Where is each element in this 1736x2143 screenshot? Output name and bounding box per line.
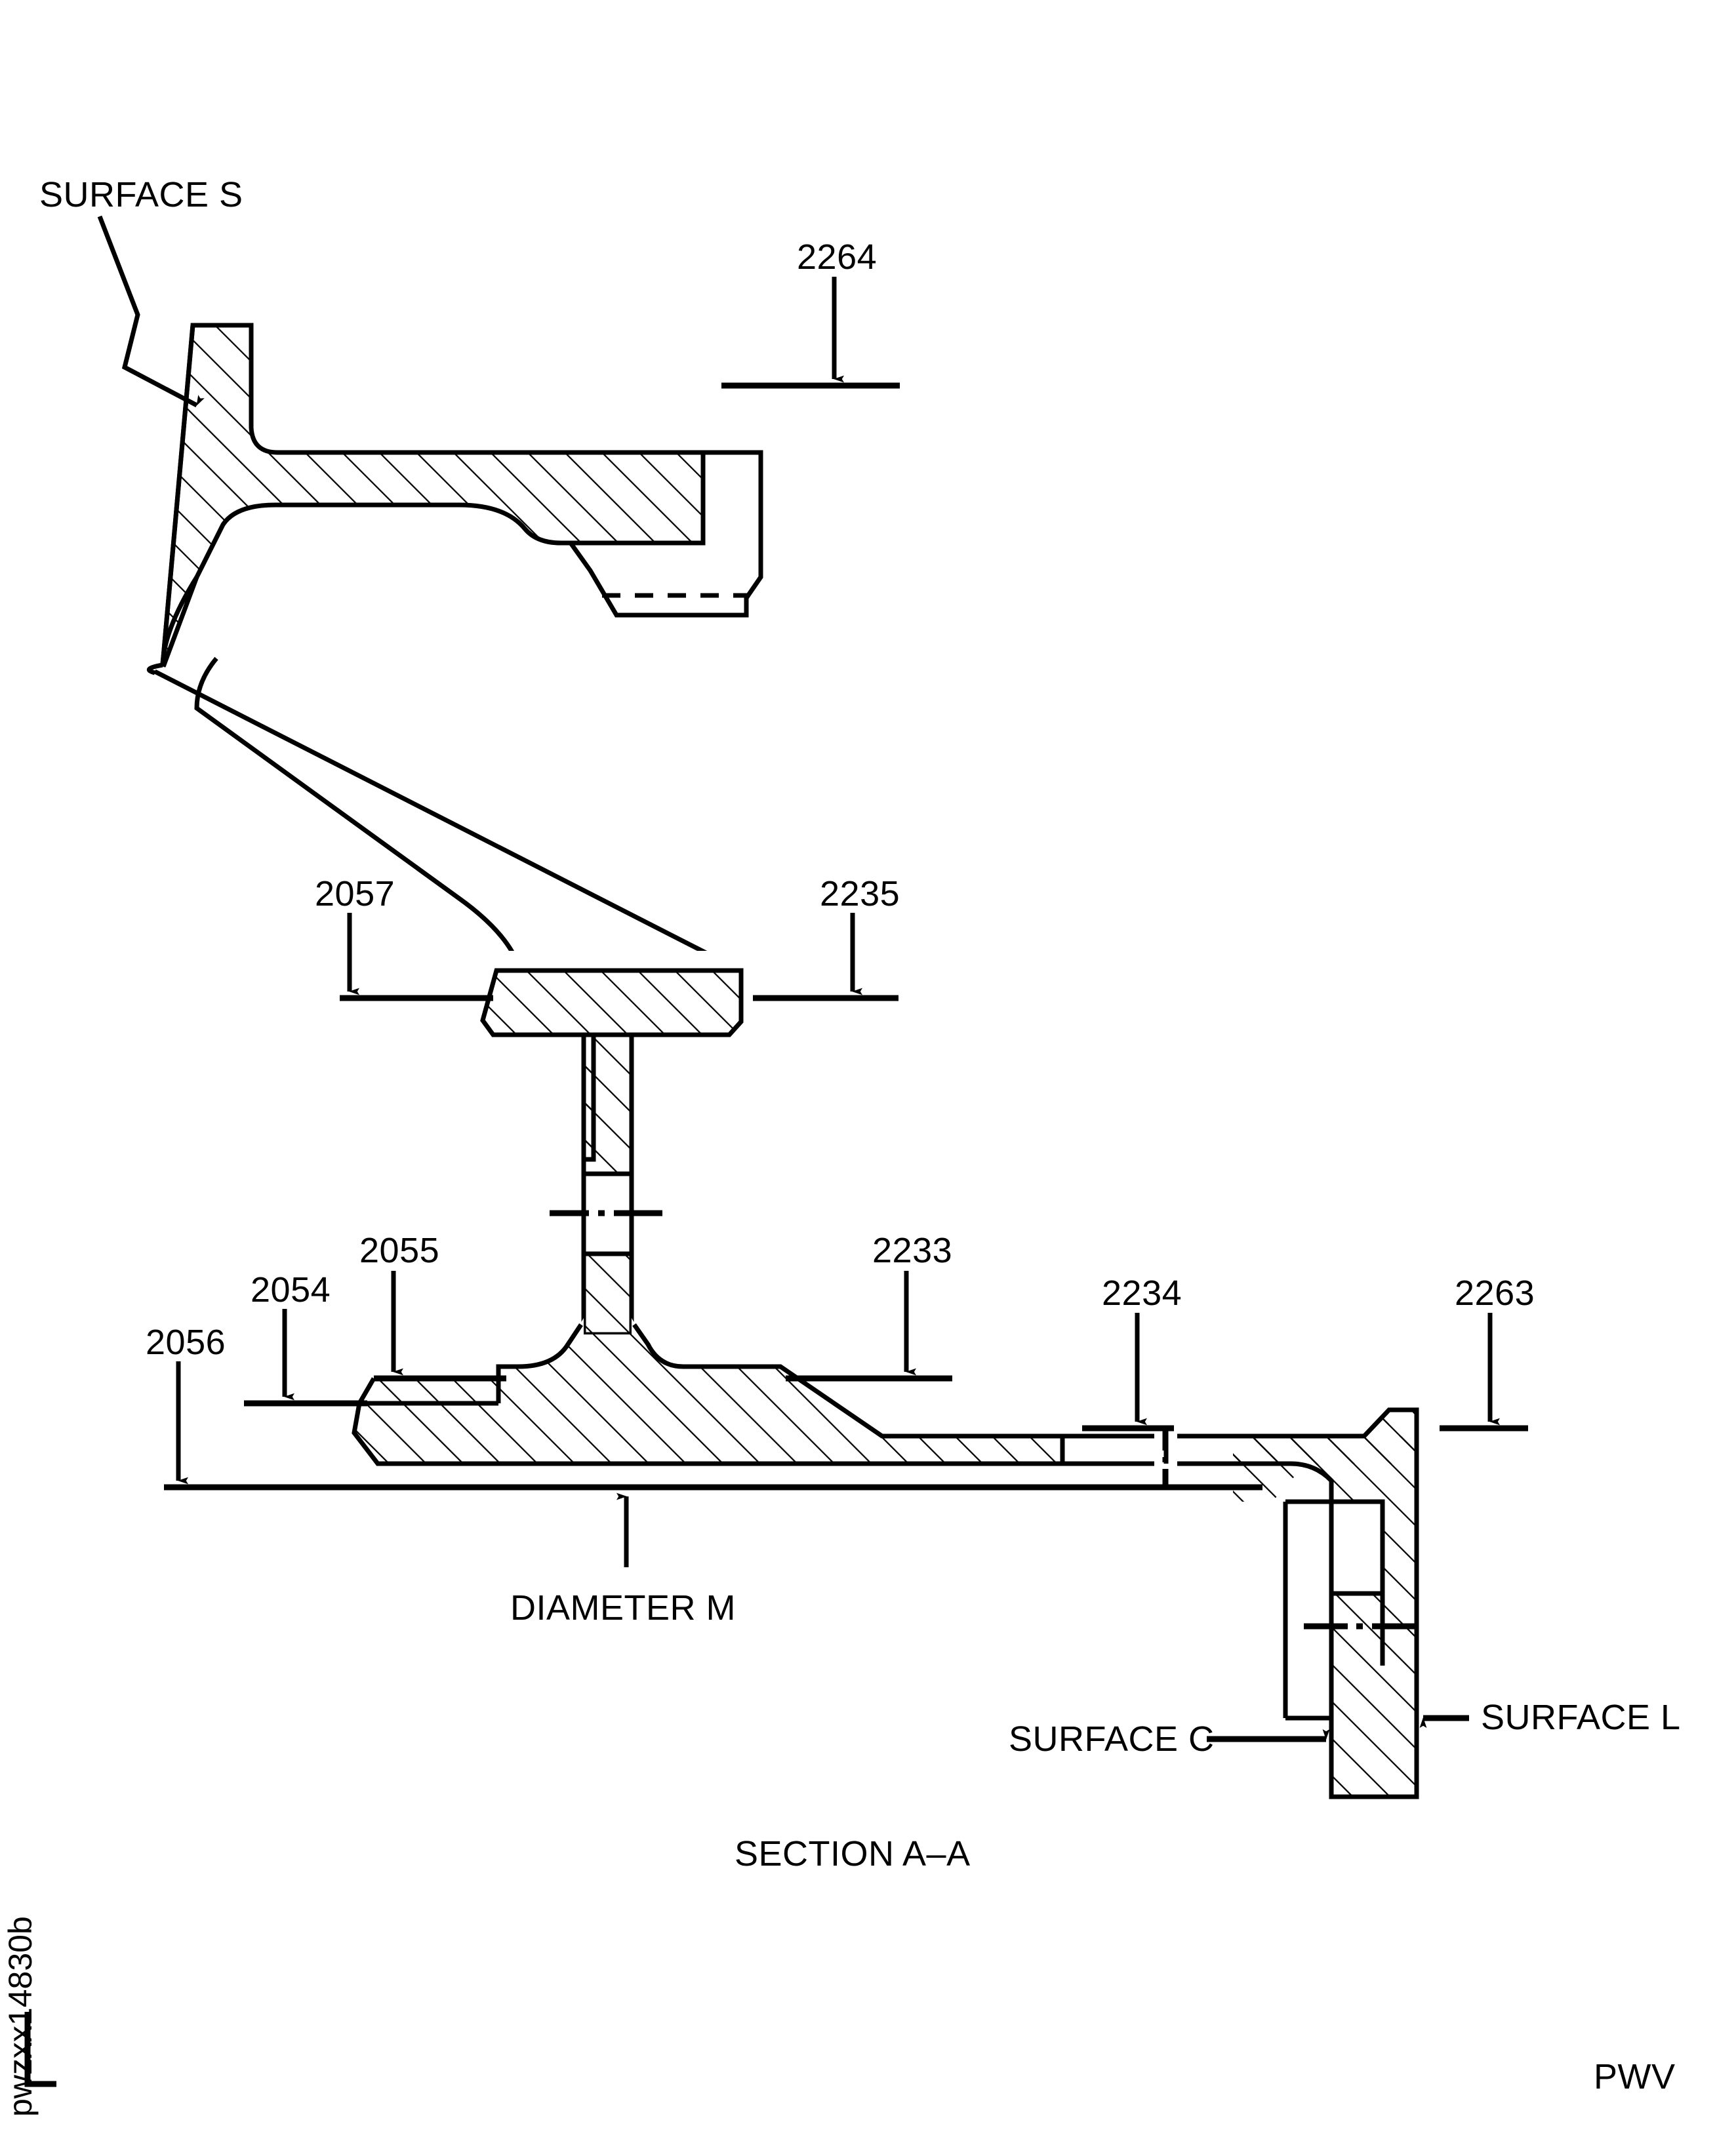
callout-ref-2054: 2054 — [251, 1270, 331, 1310]
callout-ref-2057: 2057 — [315, 874, 395, 913]
callout-diameter-m: DIAMETER M — [510, 1588, 737, 1628]
leader-surface-s — [97, 215, 205, 408]
callout-ref-2264: 2264 — [797, 237, 878, 277]
callout-surface-l: SURFACE L — [1481, 1698, 1681, 1737]
left-leg-section — [160, 325, 195, 666]
section-caption: SECTION A–A — [735, 1834, 971, 1873]
leader-lines — [24, 215, 1528, 2087]
callout-ref-2234: 2234 — [1102, 1273, 1182, 1313]
callout-ref-2235: 2235 — [820, 874, 900, 913]
corner-registration-mark — [24, 2012, 56, 2087]
diagonal-web-arm — [146, 576, 721, 969]
sheet-code-corner: PWV — [1594, 2057, 1676, 2096]
top-body-section — [160, 323, 763, 668]
bottom-hub-section — [352, 1318, 1419, 1799]
callout-ref-2263: 2263 — [1455, 1273, 1535, 1313]
callout-surface-s: SURFACE S — [39, 175, 243, 214]
callout-ref-2233: 2233 — [872, 1231, 953, 1270]
middle-t-flange — [480, 951, 744, 1337]
sheet-code-vertical: pwzxx14830b — [2, 1916, 39, 2117]
callout-ref-2056: 2056 — [146, 1323, 226, 1362]
callout-ref-2055: 2055 — [359, 1231, 440, 1270]
callout-surface-c: SURFACE C — [1009, 1719, 1215, 1759]
